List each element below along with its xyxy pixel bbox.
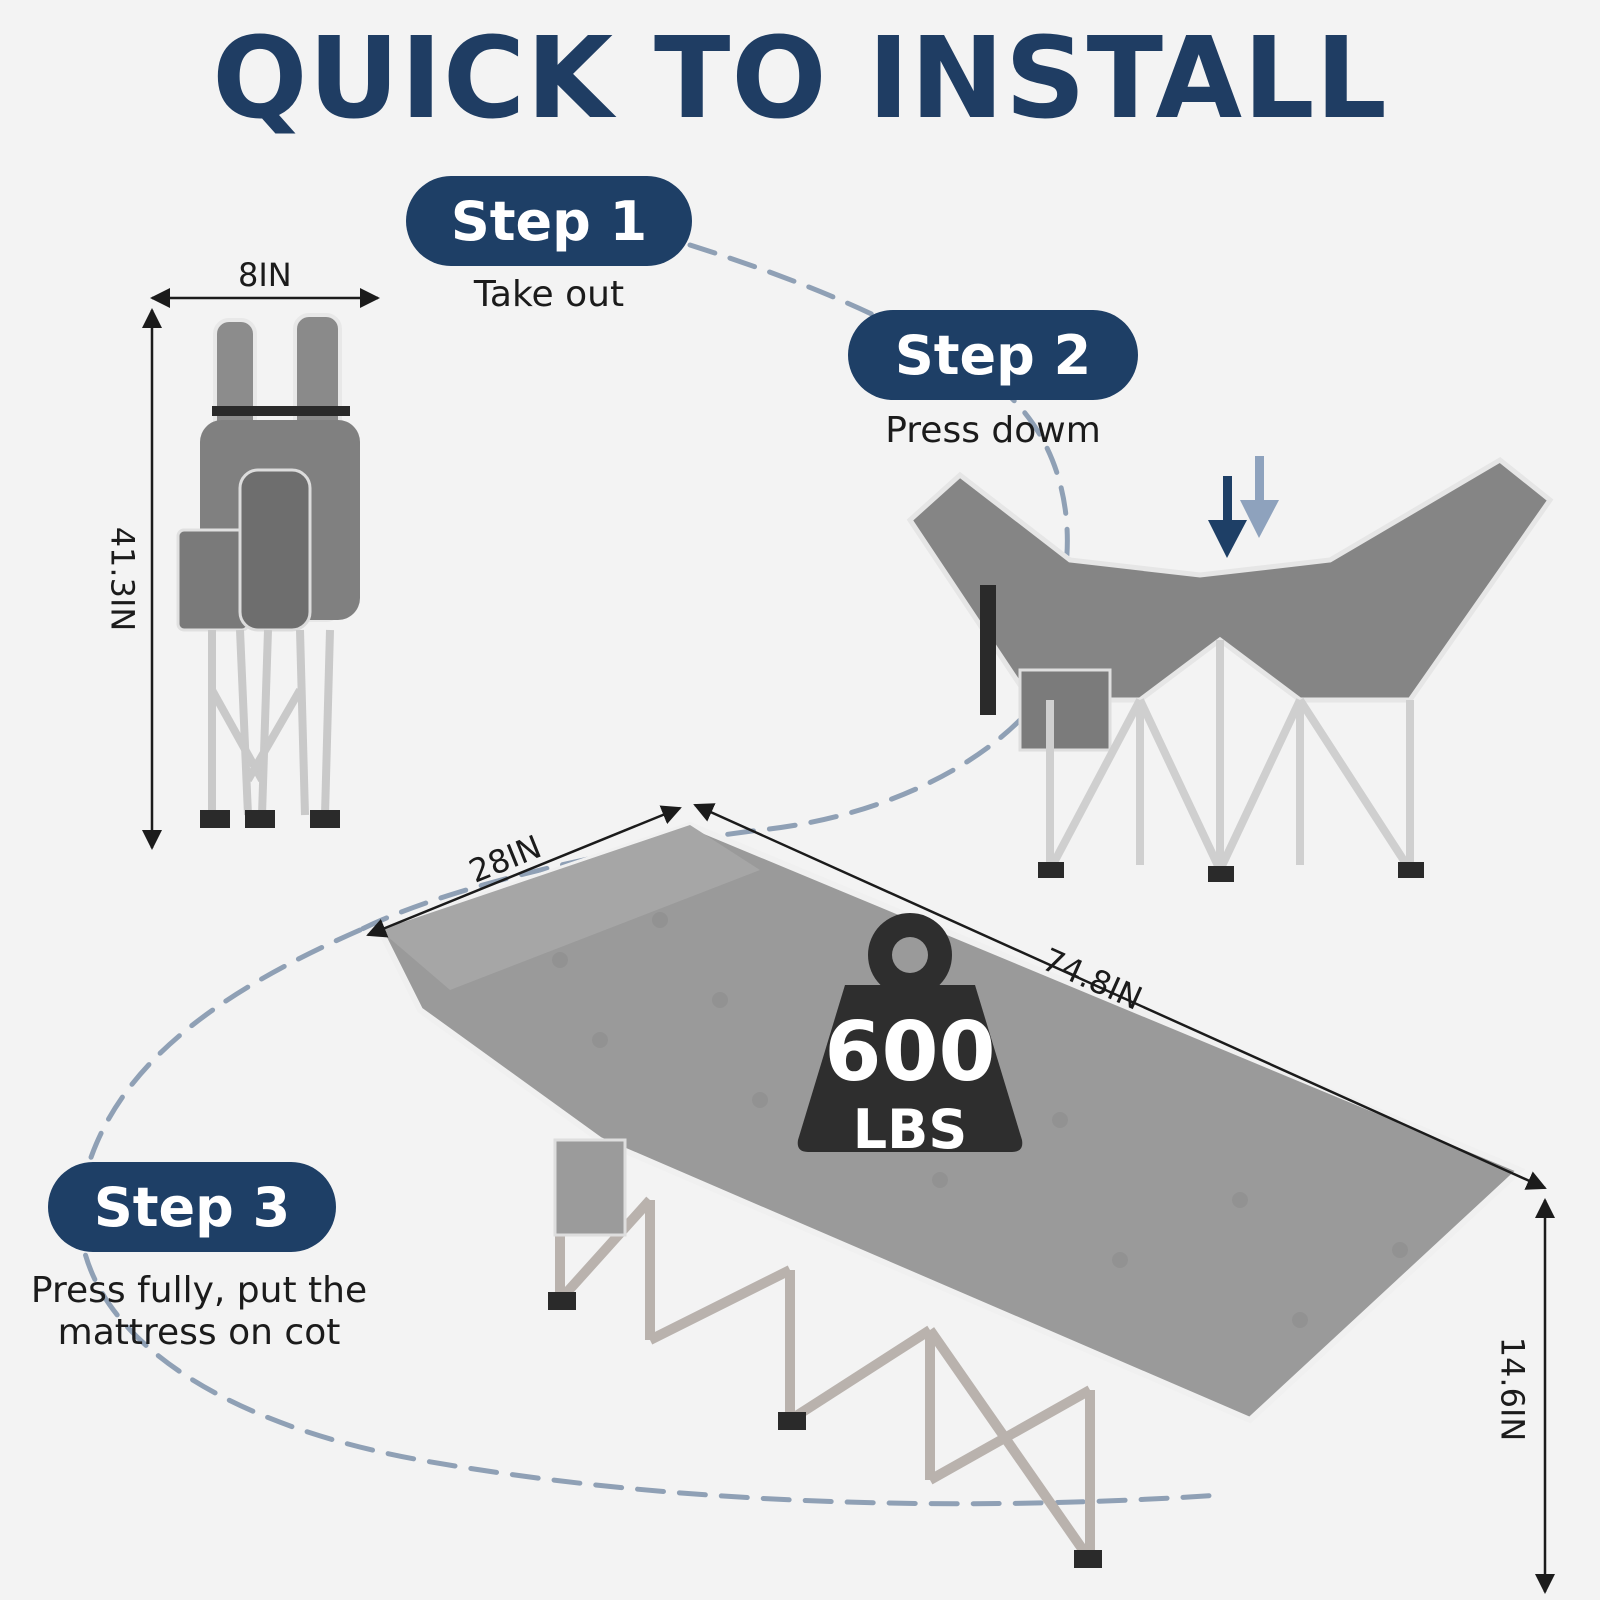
step-2-badge: Step 2 — [848, 310, 1138, 400]
folded-dimension-lines — [142, 288, 380, 850]
step-3-caption-line-1: Press fully, put the — [30, 1270, 368, 1311]
step-3-caption-line-2: mattress on cot — [57, 1312, 341, 1353]
folded-width-label: 8IN — [238, 256, 292, 294]
folded-cot-illustration — [176, 313, 360, 828]
step-1-badge: Step 1 — [406, 176, 692, 266]
step-3-badge: Step 3 — [48, 1162, 336, 1252]
height-label: 14.6IN — [1493, 1336, 1532, 1442]
down-arrow-icon — [1208, 456, 1279, 558]
folded-height-label: 41.3IN — [103, 526, 142, 632]
cot-dimension-lines — [366, 803, 1555, 1594]
step-3-caption: Press fully, put the mattress on cot — [14, 1270, 384, 1354]
page-title: QUICK TO INSTALL — [212, 14, 1388, 144]
step-1-caption: Take out — [473, 274, 625, 315]
full-cot-illustration — [375, 821, 1526, 1568]
step-2-caption: Press dowm — [885, 410, 1101, 451]
weight-capacity-unit: LBS — [852, 1098, 968, 1161]
weight-capacity-value: 600 — [824, 1005, 996, 1100]
